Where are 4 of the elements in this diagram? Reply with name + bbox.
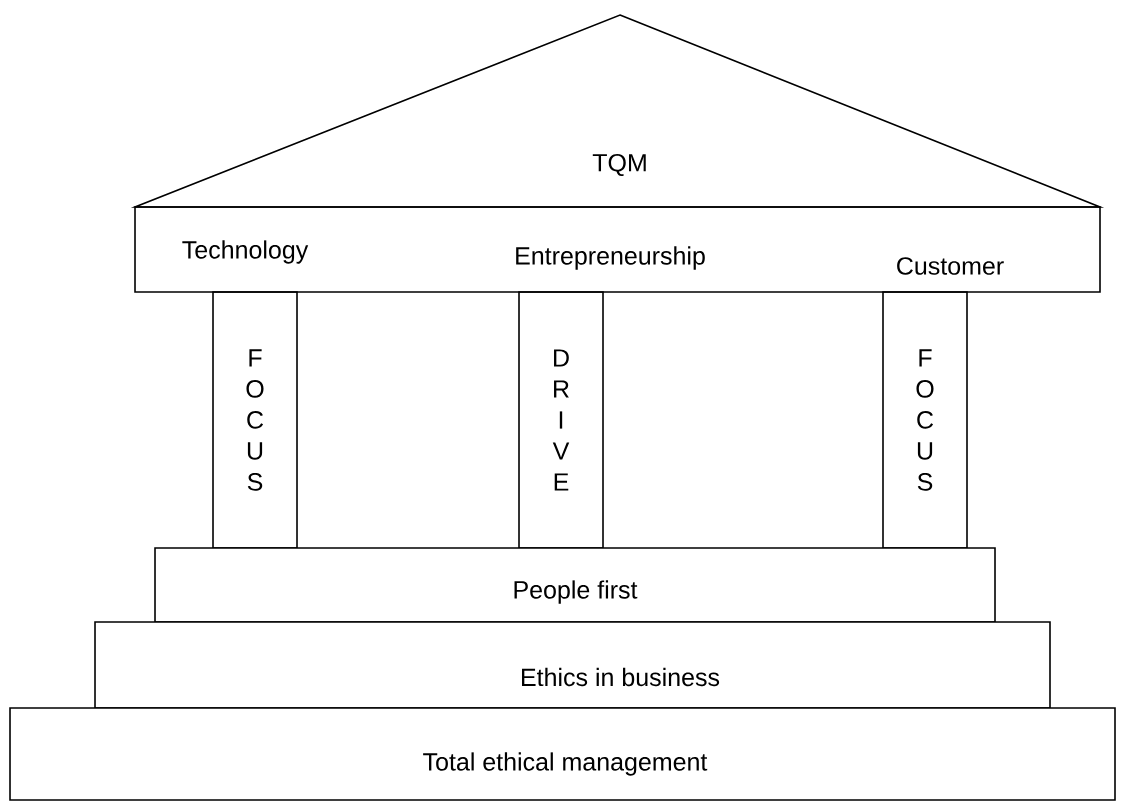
step-band: Ethics in business bbox=[94, 621, 1051, 709]
beam-band: Technology Entrepreneurship Customer bbox=[134, 206, 1101, 293]
step-band: People first bbox=[154, 547, 996, 623]
step-band: Total ethical management bbox=[9, 707, 1116, 801]
